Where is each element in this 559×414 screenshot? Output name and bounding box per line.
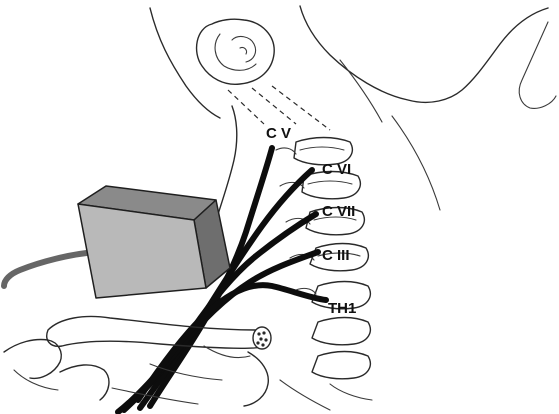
device-cable xyxy=(4,252,96,286)
ear xyxy=(197,19,275,84)
label-th1: TH1 xyxy=(328,300,356,317)
clavicle xyxy=(47,317,271,350)
label-c6: C VI xyxy=(322,161,351,178)
ultrasound-probe xyxy=(78,186,230,298)
projection-lines xyxy=(228,86,330,130)
label-c3: C III xyxy=(322,247,350,264)
label-c5: C V xyxy=(266,125,291,142)
label-c7: C VII xyxy=(322,203,355,220)
